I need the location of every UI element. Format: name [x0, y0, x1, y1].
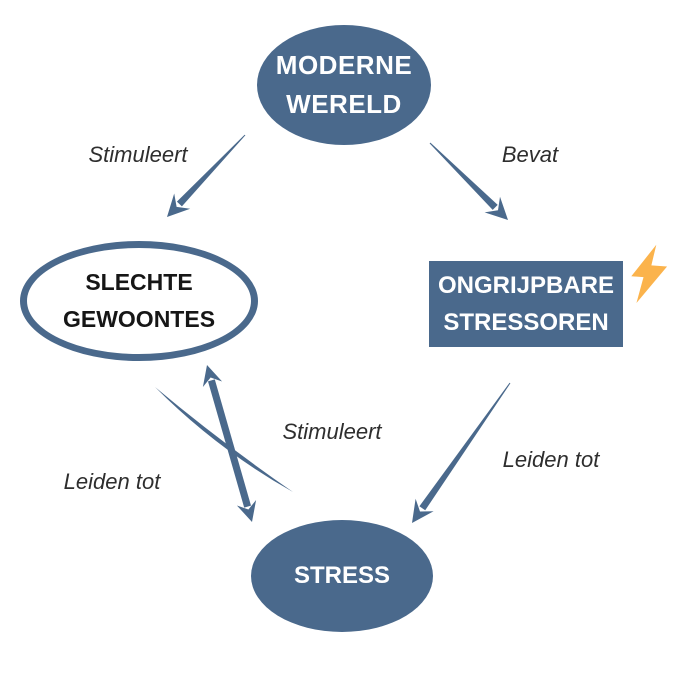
node-stress-line1: STRESS	[293, 562, 391, 589]
node-ongrijpbare-stressoren-line2: STRESSOREN	[443, 309, 609, 336]
node-slechte-gewoontes: SLECHTE GEWOONTES	[20, 241, 258, 361]
node-slechte-gewoontes-line1: SLECHTE	[85, 269, 193, 296]
node-moderne-wereld-line2: WERELD	[286, 89, 402, 119]
edge-label-stimuleert-top: Stimuleert	[88, 142, 188, 167]
arrow-moderne-to-stressoren	[429, 142, 508, 220]
edge-label-stimuleert-middle: Stimuleert	[282, 419, 382, 444]
node-stress: STRESS	[251, 520, 433, 632]
node-slechte-gewoontes-line2: GEWOONTES	[62, 306, 216, 332]
node-moderne-wereld-line1: MODERNE	[275, 50, 413, 80]
edge-label-bevat: Bevat	[501, 142, 559, 167]
arrow-moderne-to-slechte	[167, 134, 246, 217]
edge-label-leiden-tot-left: Leiden tot	[63, 469, 161, 494]
lightning-bolt-icon	[631, 244, 668, 303]
arrow-stress-slechte-two-way	[202, 365, 257, 522]
node-ongrijpbare-stressoren: ONGRIJPBARE STRESSOREN	[429, 261, 623, 347]
node-ongrijpbare-stressoren-line1: ONGRIJPBARE	[437, 271, 615, 299]
node-moderne-wereld: MODERNE WERELD	[257, 25, 431, 145]
arrow-slechte-to-stress-swoosh	[155, 387, 293, 492]
edge-label-leiden-tot-right: Leiden tot	[502, 447, 600, 472]
arrow-stressoren-to-stress	[412, 382, 511, 523]
